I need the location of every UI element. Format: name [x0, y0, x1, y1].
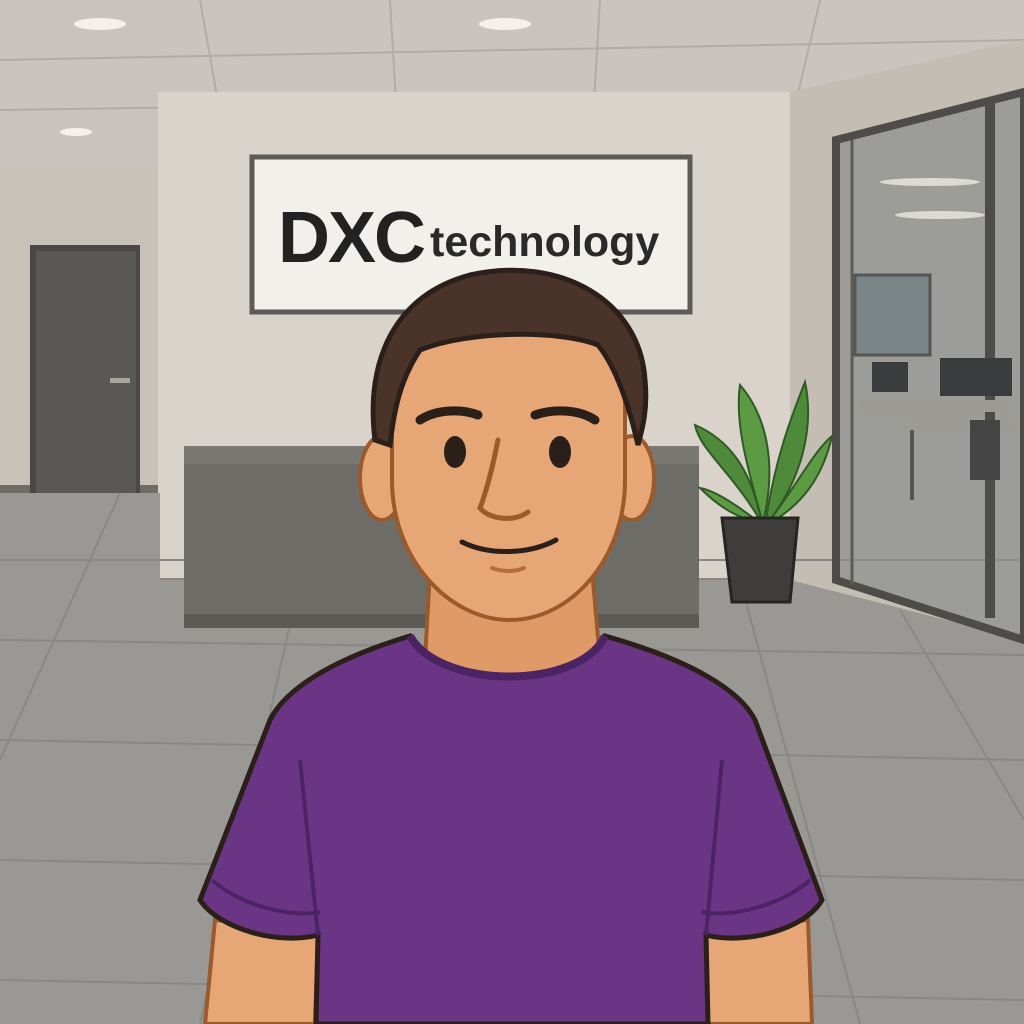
monitor: [940, 358, 1012, 396]
sign-brand-light: technology: [430, 218, 659, 266]
ceiling-light: [60, 128, 92, 136]
monitor: [872, 362, 908, 392]
smile: [459, 537, 559, 555]
potted-plant: [693, 378, 834, 604]
hair: [370, 267, 649, 449]
ceiling-light: [479, 18, 531, 30]
door: [30, 245, 140, 495]
right-eye: [549, 436, 571, 468]
ceiling-light: [74, 18, 126, 30]
person: [197, 267, 825, 1024]
glass-office: [832, 87, 1024, 645]
sign-brand-bold: DXC: [278, 198, 425, 278]
left-eye: [444, 436, 466, 468]
